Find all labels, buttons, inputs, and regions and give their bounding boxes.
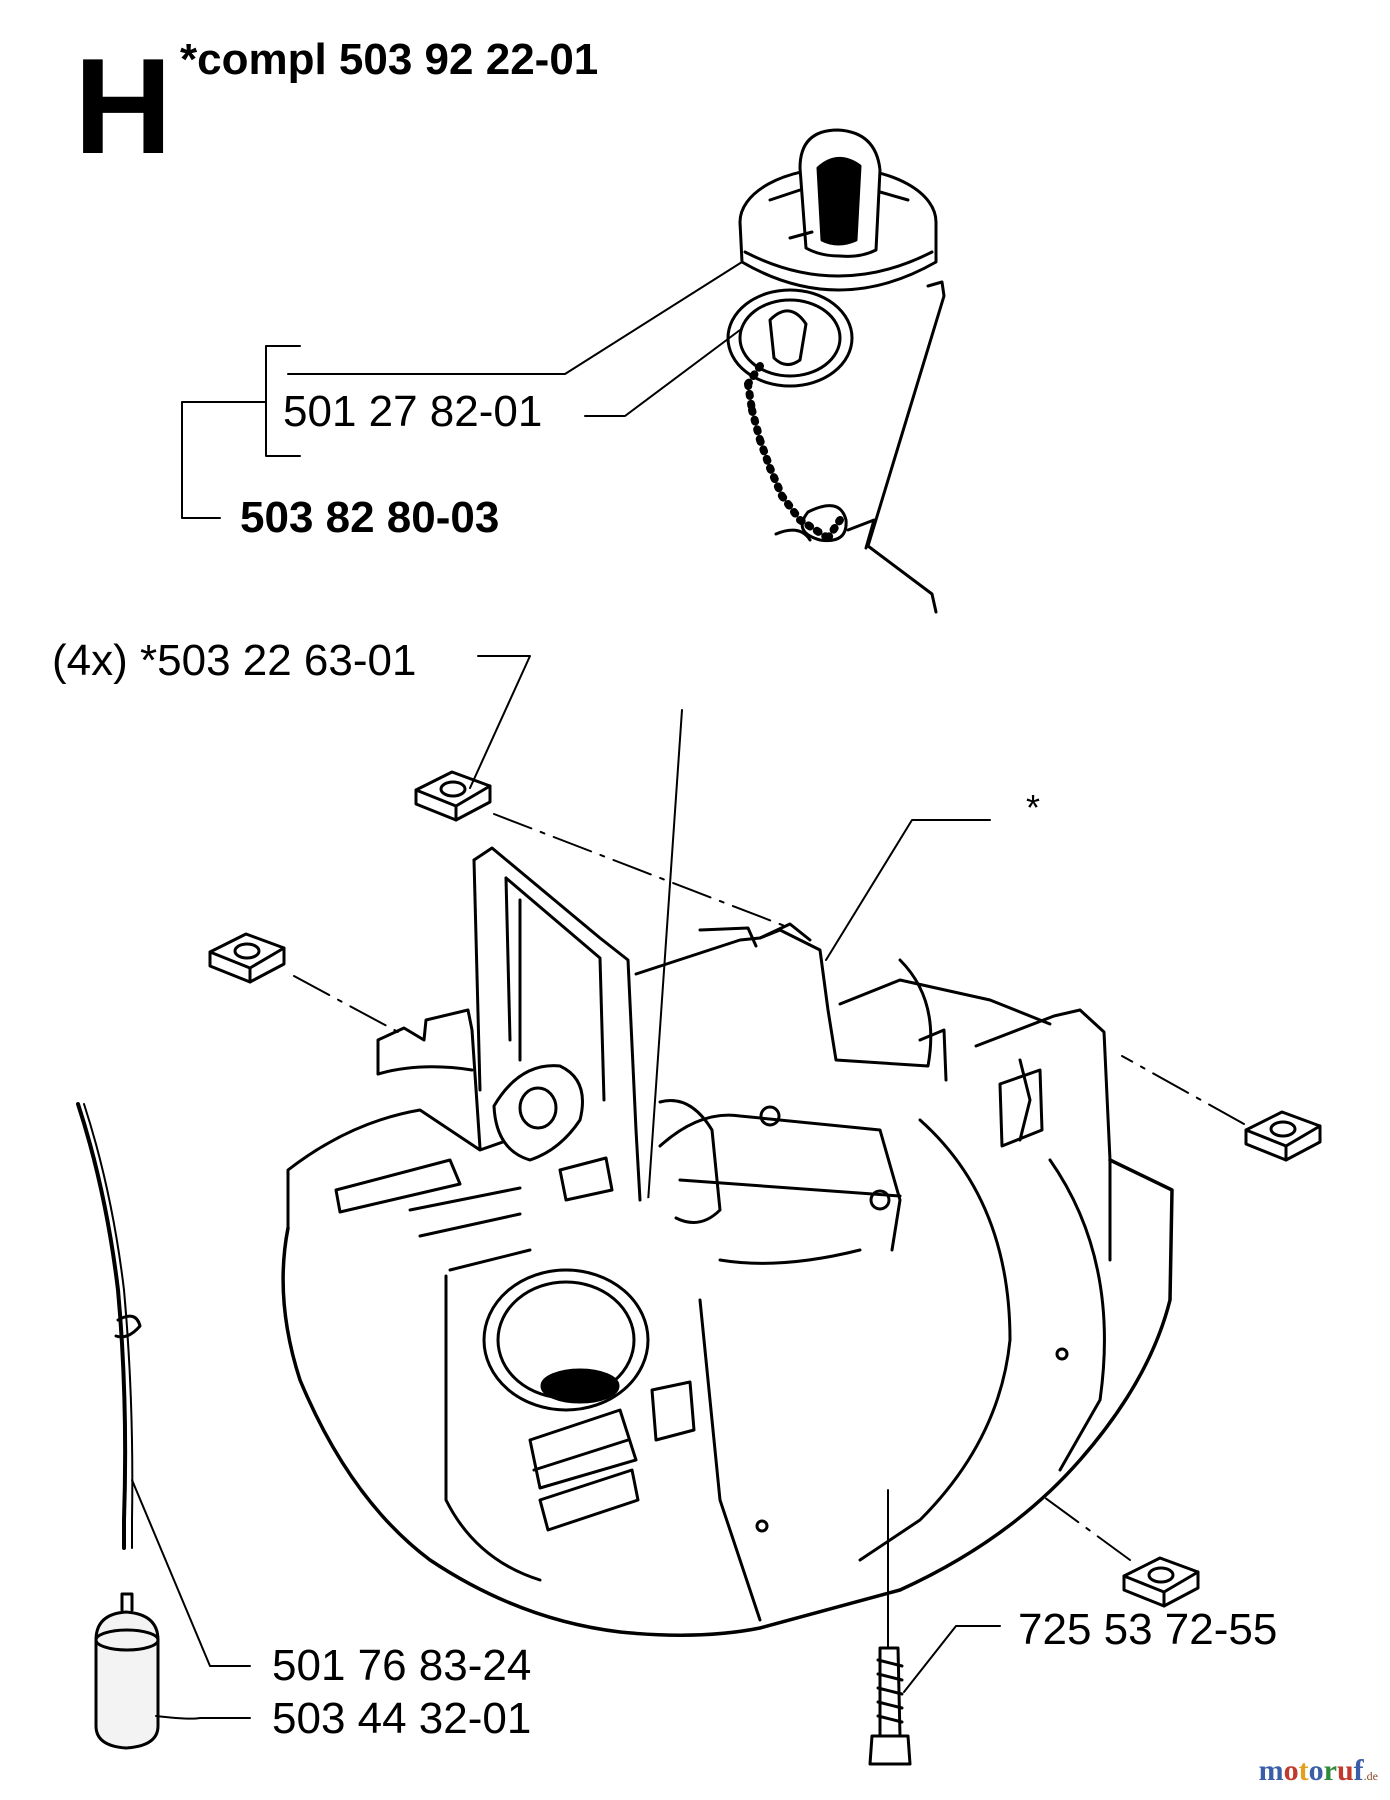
nut-icon <box>1244 1110 1322 1162</box>
fuel-tank-housing-icon <box>281 846 1174 1637</box>
nut-leader-line <box>469 655 531 789</box>
watermark-suffix: .de <box>1363 1769 1378 1783</box>
filter-leader-line <box>155 1715 251 1720</box>
cap-gasket-icon <box>726 288 854 388</box>
cap-kit-bracket <box>181 401 267 519</box>
watermark-letter: o <box>1308 1754 1324 1787</box>
watermark-logo: motoruf.de <box>1259 1756 1378 1786</box>
watermark-letter: r <box>1323 1754 1337 1787</box>
callout-cap-kit: 503 82 80-03 <box>240 493 500 542</box>
callout-hose: 501 76 83-24 <box>272 1641 532 1690</box>
watermark-letter: o <box>1283 1754 1299 1787</box>
retaining-wire-icon <box>846 280 946 614</box>
cap-leader-line <box>287 261 743 375</box>
watermark-letter: u <box>1336 1754 1354 1787</box>
fuel-cap-icon <box>738 128 938 292</box>
watermark-letter: t <box>1298 1754 1309 1787</box>
callout-nut: (4x) *503 22 63-01 <box>52 636 417 685</box>
callout-filter: 503 44 32-01 <box>272 1694 532 1743</box>
watermark-letter: f <box>1353 1754 1364 1787</box>
section-letter: H <box>74 30 173 182</box>
callout-star: * <box>1026 787 1041 828</box>
star-leader-line <box>825 819 991 961</box>
assembly-part-number: *compl 503 92 22-01 <box>180 35 599 84</box>
nut-icon <box>208 932 286 984</box>
fuel-filter-icon <box>94 1592 160 1750</box>
gasket-leader-line <box>584 329 741 417</box>
screw-leader-line <box>903 1625 1001 1693</box>
screw-icon <box>868 1489 912 1766</box>
hose-leader-line <box>131 1479 251 1667</box>
nut-icon <box>414 770 492 822</box>
cap-chain-icon <box>744 362 848 543</box>
watermark-letter: m <box>1258 1754 1284 1787</box>
fuel-hose-icon <box>76 1102 142 1550</box>
callout-cap-part: 501 27 82-01 <box>283 387 543 436</box>
callout-screw: 725 53 72-55 <box>1018 1605 1278 1654</box>
nut-icon <box>1122 1556 1200 1608</box>
